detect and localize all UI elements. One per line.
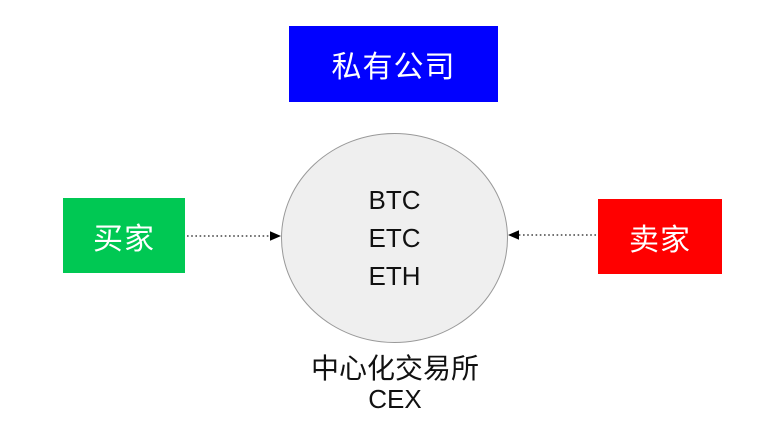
seller-box: 卖家 — [598, 199, 722, 274]
buyer-box: 买家 — [63, 198, 185, 273]
exchange-caption-abbr: CEX — [368, 384, 422, 414]
buyer-label: 买家 — [93, 222, 155, 256]
private-company-box: 私有公司 — [289, 26, 498, 102]
asset-etc: ETC — [368, 223, 421, 253]
seller-label: 卖家 — [629, 223, 691, 257]
private-company-label: 私有公司 — [331, 51, 456, 84]
exchange-circle: BTC ETC ETH — [281, 133, 508, 343]
asset-btc: BTC — [368, 185, 421, 215]
exchange-caption: 中心化交易所 CEX — [254, 352, 536, 414]
asset-eth: ETH — [368, 261, 421, 291]
seller-to-exchange-arrow — [508, 230, 596, 240]
buyer-to-exchange-arrow — [187, 231, 281, 241]
exchange-caption-name: 中心化交易所 — [310, 353, 479, 384]
